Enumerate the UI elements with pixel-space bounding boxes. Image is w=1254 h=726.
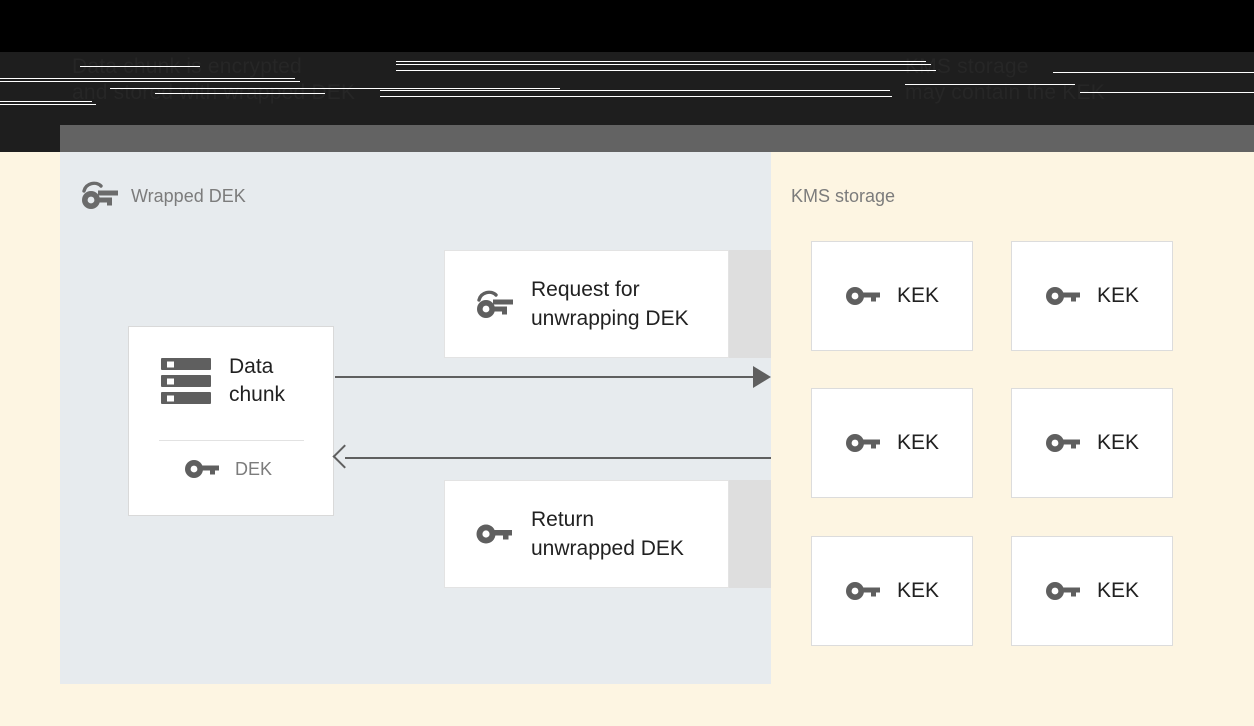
- request-unwrapping-label: Request for unwrapping DEK: [531, 278, 689, 330]
- key-icon: [475, 521, 513, 547]
- glitch-scanline: [396, 70, 936, 71]
- data-chunk-card[interactable]: Data chunk DEK: [128, 326, 334, 516]
- return-arrow-line: [345, 457, 771, 459]
- glitch-scanline: [380, 90, 890, 91]
- kek-card[interactable]: KEK: [1011, 388, 1173, 498]
- request-arrow-line: [335, 376, 760, 378]
- glitch-scanline: [0, 104, 96, 105]
- glitch-scanline: [110, 88, 560, 89]
- header-gray-strip: [0, 125, 1254, 152]
- storage-icon: [159, 356, 213, 406]
- key-icon: [845, 284, 881, 308]
- header-gray-strip-notch: [0, 125, 60, 152]
- glitch-scanline: [396, 61, 926, 62]
- glitch-scanline: [905, 84, 1075, 85]
- return-unwrapped-label: Return unwrapped DEK: [531, 508, 684, 560]
- request-arrow-head-icon: [753, 366, 771, 388]
- glitch-scanline: [80, 66, 200, 67]
- kek-label: KEK: [1096, 284, 1140, 307]
- kek-card[interactable]: KEK: [1011, 241, 1173, 351]
- wrapped-key-icon: [80, 180, 118, 210]
- data-chunk-header-row: Data chunk: [129, 327, 333, 409]
- glitch-scanline: [0, 78, 295, 79]
- glitch-scanline: [0, 81, 300, 82]
- data-chunk-dek-label: DEK: [235, 458, 273, 479]
- glitch-scanline: [155, 93, 325, 94]
- data-chunk-divider: [159, 440, 304, 441]
- request-unwrapping-card[interactable]: Request for unwrapping DEK: [444, 250, 729, 358]
- key-icon: [845, 579, 881, 603]
- key-icon: [1045, 284, 1081, 308]
- wrapped-dek-panel-title: Wrapped DEK: [131, 186, 246, 206]
- key-icon: [845, 431, 881, 455]
- kek-card[interactable]: KEK: [811, 241, 973, 351]
- key-icon: [1045, 431, 1081, 455]
- header-black-top: [0, 0, 1254, 52]
- kek-label: KEK: [1096, 579, 1140, 602]
- glitch-scanline: [1053, 72, 1254, 73]
- kek-label: KEK: [896, 284, 940, 307]
- return-unwrapped-card[interactable]: Return unwrapped DEK: [444, 480, 729, 588]
- wrapped-key-icon: [475, 288, 513, 320]
- data-chunk-dek-row: DEK: [185, 458, 272, 480]
- header-caption-right: KMS storage may contain the KEK: [905, 55, 1105, 104]
- data-chunk-label: Data chunk: [229, 355, 286, 406]
- kek-label: KEK: [1096, 431, 1140, 454]
- key-icon: [1045, 579, 1081, 603]
- kms-storage-panel-title: KMS storage: [791, 186, 896, 206]
- header-caption-left: Data chunk is encrypted and stored with …: [72, 55, 356, 104]
- glitch-scanline: [1080, 92, 1254, 93]
- glitch-scanline: [380, 96, 892, 97]
- kek-card[interactable]: KEK: [811, 388, 973, 498]
- kek-label: KEK: [896, 431, 940, 454]
- kek-card[interactable]: KEK: [1011, 536, 1173, 646]
- kek-card[interactable]: KEK: [811, 536, 973, 646]
- glitch-scanline: [396, 64, 931, 65]
- glitch-scanline: [0, 101, 92, 102]
- kek-label: KEK: [896, 579, 940, 602]
- glitched-header-band: Data chunk is encrypted and stored with …: [0, 0, 1254, 152]
- key-icon: [185, 458, 219, 480]
